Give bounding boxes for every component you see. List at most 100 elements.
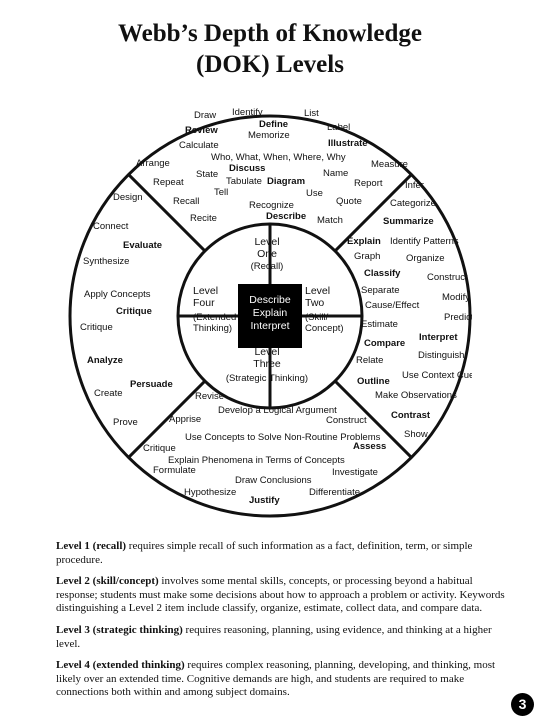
keyword-use-concepts: Use Concepts to Solve Non-Routine Proble… <box>185 432 381 443</box>
keyword-separate: Separate <box>361 285 400 296</box>
keyword-use-context-cues: Use Context Cues <box>402 370 472 381</box>
page-title: Webb’s Depth of Knowledge (DOK) Levels <box>0 18 540 80</box>
keyword-explain: Explain <box>347 236 381 247</box>
keyword-critique-3: Critique <box>143 443 176 454</box>
keyword-label: Label <box>327 122 350 133</box>
level-two-label: Level Two (Skill/ Concept) <box>305 285 344 334</box>
level-four-line-1: Level <box>193 285 218 297</box>
level-4-description: Level 4 (extended thinking) requires com… <box>56 659 508 700</box>
level-one-line-1: Level <box>254 236 279 248</box>
keyword-diagram: Diagram <box>267 176 305 187</box>
keyword-investigate: Investigate <box>332 467 378 478</box>
keyword-predict: Predict <box>444 312 472 323</box>
level-three-line-1: Level <box>254 346 279 358</box>
level-2-label: Level 2 (skill/concept) <box>56 575 159 588</box>
keyword-critique-2: Critique <box>80 322 113 333</box>
level-one-line-2: One <box>257 248 277 260</box>
center-box <box>238 284 302 348</box>
level-1-label: Level 1 (recall) <box>56 540 127 552</box>
keyword-review: Review <box>185 125 218 136</box>
level-four-line-3: (Extended <box>193 312 236 323</box>
page-number-badge: 3 <box>511 693 534 716</box>
keyword-repeat: Repeat <box>153 177 184 188</box>
level-4-label: Level 4 (extended thinking) <box>56 659 185 672</box>
keyword-justify: Justify <box>249 495 280 506</box>
outer-ring <box>68 114 472 518</box>
level-1-text: requires simple recall of such informati… <box>56 540 473 566</box>
level-1-description: Level 1 (recall) requires simple recall … <box>56 540 508 567</box>
keyword-identify-patterns: Identify Patterns <box>390 236 459 247</box>
keyword-match: Match <box>317 215 343 226</box>
level-four-line-4: Thinking) <box>193 323 232 334</box>
keyword-illustrate: Illustrate <box>328 138 368 149</box>
keyword-report: Report <box>354 178 383 189</box>
title-line-1: Webb’s Depth of Knowledge <box>118 20 422 47</box>
keyword-define: Define <box>259 119 288 130</box>
keyword-design: Design <box>113 192 143 203</box>
divider-line-sw <box>127 380 206 459</box>
keyword-tabulate: Tabulate <box>226 176 262 187</box>
keyword-interpret: Interpret <box>419 332 458 343</box>
level-two-line-3: (Skill/ <box>305 312 329 323</box>
keyword-who-what: Who, What, When, Where, Why <box>211 152 346 163</box>
center-text-explain: Explain <box>253 307 288 319</box>
divider-line-ne <box>334 173 413 252</box>
keyword-calculate: Calculate <box>179 140 219 151</box>
keyword-connect: Connect <box>93 221 129 232</box>
level-three-label: Level Three (Strategic Thinking) <box>226 346 308 384</box>
keyword-list: List <box>304 108 319 119</box>
level-one-line-3: (Recall) <box>251 261 284 272</box>
keyword-outline: Outline <box>357 376 390 387</box>
keyword-assess: Assess <box>353 441 386 452</box>
keyword-organize: Organize <box>406 253 445 264</box>
keyword-recite: Recite <box>190 213 217 224</box>
keyword-persuade: Persuade <box>130 379 173 390</box>
level-four-label: Level Four (Extended Thinking) <box>193 285 236 334</box>
level-three-line-2: Three <box>253 358 281 370</box>
keyword-draw-conclusions: Draw Conclusions <box>235 475 312 486</box>
keyword-show: Show <box>404 429 428 440</box>
keyword-classify: Classify <box>364 268 401 279</box>
keyword-prove: Prove <box>113 417 138 428</box>
keyword-describe: Describe <box>266 211 306 222</box>
level-4-text: requires complex reasoning, planning, de… <box>56 659 496 699</box>
title-line-2: (DOK) Levels <box>196 51 344 78</box>
keyword-contrast: Contrast <box>391 410 431 421</box>
keyword-cause-effect: Cause/Effect <box>365 300 420 311</box>
keyword-name: Name <box>323 168 348 179</box>
keyword-measure: Measure <box>371 159 408 170</box>
keyword-analyze: Analyze <box>87 355 123 366</box>
keyword-summarize: Summarize <box>383 216 434 227</box>
keyword-evaluate: Evaluate <box>123 240 162 251</box>
keyword-synthesize: Synthesize <box>83 256 129 267</box>
level-2-text: involves some mental skills, concepts, o… <box>56 575 505 615</box>
level-two-line-1: Level <box>305 285 330 297</box>
divider-line-se <box>334 380 413 459</box>
keyword-estimate: Estimate <box>361 319 398 330</box>
center-text-interpret: Interpret <box>250 320 289 332</box>
keyword-infer: Infer <box>405 180 424 191</box>
keyword-identify: Identify <box>232 107 263 118</box>
divider-line-nw <box>127 173 206 252</box>
keyword-tell: Tell <box>214 187 228 198</box>
keyword-explain-phenomena: Explain Phenomena in Terms of Concepts <box>168 455 345 466</box>
keyword-apprise: Apprise <box>169 414 201 425</box>
keyword-relate: Relate <box>356 355 383 366</box>
keyword-use: Use <box>306 188 323 199</box>
keyword-draw: Draw <box>194 110 216 121</box>
center-text-describe: Describe <box>249 294 291 306</box>
keyword-discuss: Discuss <box>229 163 265 174</box>
keyword-memorize: Memorize <box>248 130 290 141</box>
level-descriptions: Level 1 (recall) requires simple recall … <box>56 540 508 708</box>
keyword-recall: Recall <box>173 196 199 207</box>
keyword-formulate: Formulate <box>153 465 196 476</box>
keyword-quote: Quote <box>336 196 362 207</box>
level-3-text: requires reasoning, planning, using evid… <box>56 623 492 650</box>
keyword-create: Create <box>94 388 123 399</box>
level-3-description: Level 3 (strategic thinking) requires re… <box>56 624 508 651</box>
level-four-line-2: Four <box>193 297 215 309</box>
keyword-hypothesize: Hypothesize <box>184 487 236 498</box>
keyword-make-observations: Make Observations <box>375 390 457 401</box>
keyword-recognize: Recognize <box>249 200 294 211</box>
